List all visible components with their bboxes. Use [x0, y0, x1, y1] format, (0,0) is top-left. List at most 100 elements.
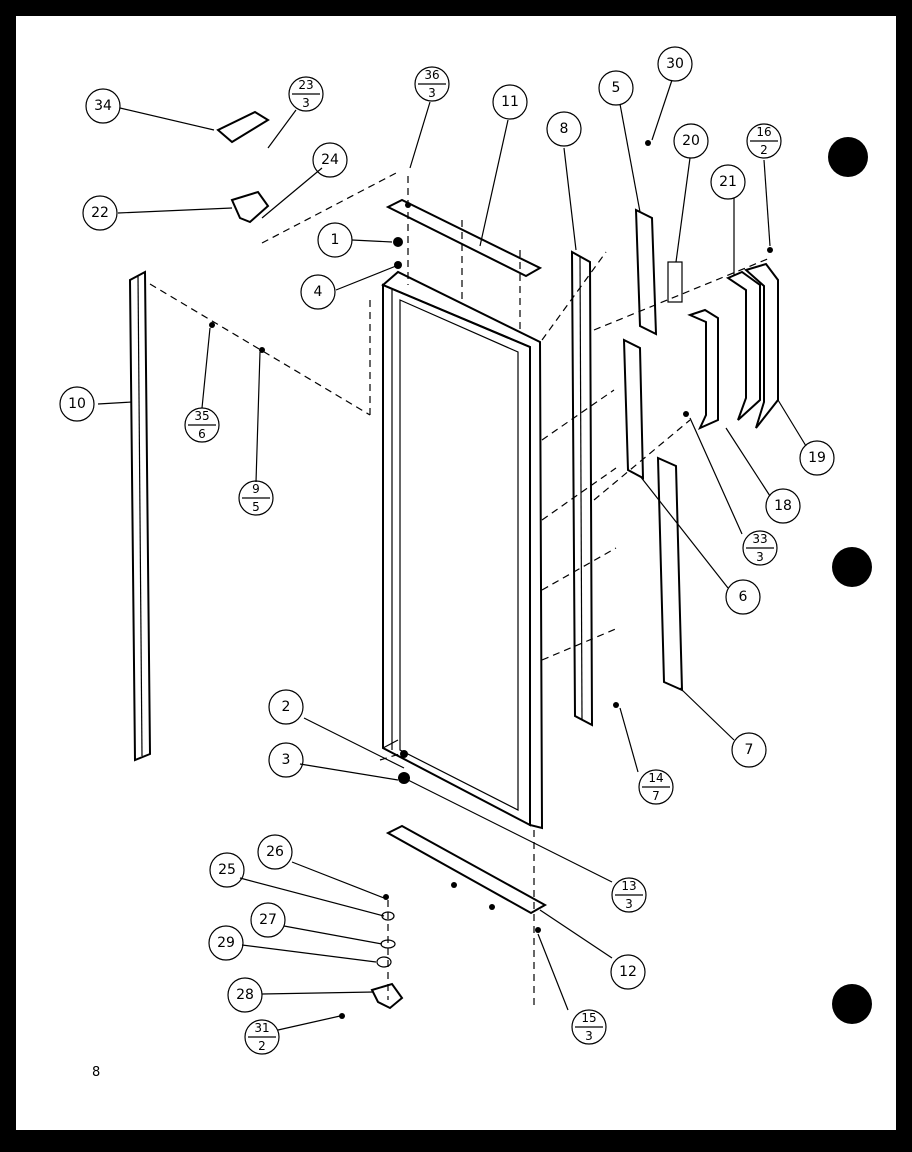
- svg-text:2: 2: [282, 699, 291, 715]
- callout-4: 4: [300, 274, 336, 310]
- callout-25: 25: [209, 852, 245, 888]
- callout-24: 24: [312, 142, 348, 178]
- svg-text:6: 6: [739, 589, 748, 605]
- callout-28: 28: [227, 977, 263, 1013]
- callout-13-3: 133: [611, 877, 647, 913]
- svg-text:11: 11: [501, 94, 519, 110]
- svg-text:36: 36: [424, 68, 439, 82]
- callout-23-3: 233: [288, 76, 324, 112]
- callout-35-6: 356: [184, 407, 220, 443]
- svg-text:3: 3: [756, 550, 764, 564]
- callout-9-5: 95: [238, 480, 274, 516]
- callout-6: 6: [725, 579, 761, 615]
- callout-14-7: 147: [638, 769, 674, 805]
- callout-30: 30: [657, 46, 693, 82]
- handle-cover-part: [743, 262, 779, 429]
- callout-8: 8: [546, 111, 582, 147]
- punch-hole-middle: [832, 547, 872, 587]
- svg-text:1: 1: [331, 232, 340, 248]
- callout-2: 2: [268, 689, 304, 725]
- svg-text:21: 21: [719, 174, 737, 190]
- callout-7: 7: [731, 732, 767, 768]
- callout-34: 34: [85, 88, 121, 124]
- callout-31-2: 312: [244, 1019, 280, 1055]
- page-border-bottom: [0, 1130, 912, 1152]
- svg-text:7: 7: [745, 742, 754, 758]
- handle-part: [725, 270, 761, 421]
- svg-text:2: 2: [258, 1039, 266, 1053]
- svg-text:4: 4: [314, 284, 323, 300]
- page-border-top: [0, 0, 912, 16]
- bottom-channel-part: [385, 824, 548, 915]
- handle-bracket-part: [687, 308, 719, 430]
- svg-text:33: 33: [752, 532, 767, 546]
- top-channel-part: [385, 198, 543, 278]
- svg-text:16: 16: [756, 125, 771, 139]
- svg-text:18: 18: [774, 498, 792, 514]
- door-panel: [381, 270, 544, 830]
- callout-29: 29: [208, 925, 244, 961]
- callout-19: 19: [799, 440, 835, 476]
- leader-lines: [97, 79, 807, 1031]
- top-hinge-part: [230, 190, 270, 224]
- svg-text:25: 25: [218, 862, 236, 878]
- upper-trim-part: [634, 208, 658, 336]
- svg-text:13: 13: [621, 879, 636, 893]
- svg-text:3: 3: [428, 86, 436, 100]
- callout-10: 10: [59, 386, 95, 422]
- screws: [209, 140, 773, 1019]
- svg-text:12: 12: [619, 964, 637, 980]
- callout-15-3: 153: [571, 1009, 607, 1045]
- page-border-left: [0, 0, 16, 1152]
- callout-12: 12: [610, 954, 646, 990]
- svg-text:3: 3: [282, 752, 291, 768]
- gasket-strip-part: [128, 270, 152, 762]
- svg-text:20: 20: [682, 133, 700, 149]
- middle-trim-part: [622, 338, 645, 480]
- svg-text:26: 26: [266, 844, 284, 860]
- svg-text:5: 5: [612, 80, 621, 96]
- part-20-shape: [667, 261, 683, 303]
- svg-text:9: 9: [252, 482, 260, 496]
- svg-text:3: 3: [585, 1029, 593, 1043]
- svg-text:34: 34: [94, 98, 112, 114]
- svg-text:30: 30: [666, 56, 684, 72]
- page-number: 8: [92, 1065, 101, 1080]
- door-liner-part: [570, 250, 594, 727]
- callout-5: 5: [598, 70, 634, 106]
- svg-text:23: 23: [298, 78, 313, 92]
- callout-16-2: 162: [746, 123, 782, 159]
- callout-36-3: 363: [414, 66, 450, 102]
- svg-text:19: 19: [808, 450, 826, 466]
- svg-text:14: 14: [648, 771, 663, 785]
- callout-3: 3: [268, 742, 304, 778]
- callout-21: 21: [710, 164, 746, 200]
- callout-22: 22: [82, 195, 118, 231]
- svg-text:27: 27: [259, 912, 277, 928]
- svg-text:35: 35: [194, 409, 209, 423]
- hinge-cover-part: [216, 110, 270, 144]
- svg-text:24: 24: [321, 152, 339, 168]
- callout-1: 1: [317, 222, 353, 258]
- svg-text:3: 3: [625, 897, 633, 911]
- callout-33-3: 333: [742, 530, 778, 566]
- svg-text:2: 2: [760, 143, 768, 157]
- assembly-lines: [149, 171, 771, 1010]
- svg-text:15: 15: [581, 1011, 596, 1025]
- svg-text:3: 3: [302, 96, 310, 110]
- svg-text:10: 10: [68, 396, 86, 412]
- svg-text:7: 7: [652, 789, 660, 803]
- callout-27: 27: [250, 902, 286, 938]
- svg-text:28: 28: [236, 987, 254, 1003]
- svg-text:6: 6: [198, 427, 206, 441]
- svg-text:31: 31: [254, 1021, 269, 1035]
- callout-11: 11: [492, 84, 528, 120]
- callout-18: 18: [765, 488, 801, 524]
- punch-hole-bottom: [832, 984, 872, 1024]
- callout-20: 20: [673, 123, 709, 159]
- svg-text:8: 8: [560, 121, 569, 137]
- callout-26: 26: [257, 834, 293, 870]
- svg-text:29: 29: [217, 935, 235, 951]
